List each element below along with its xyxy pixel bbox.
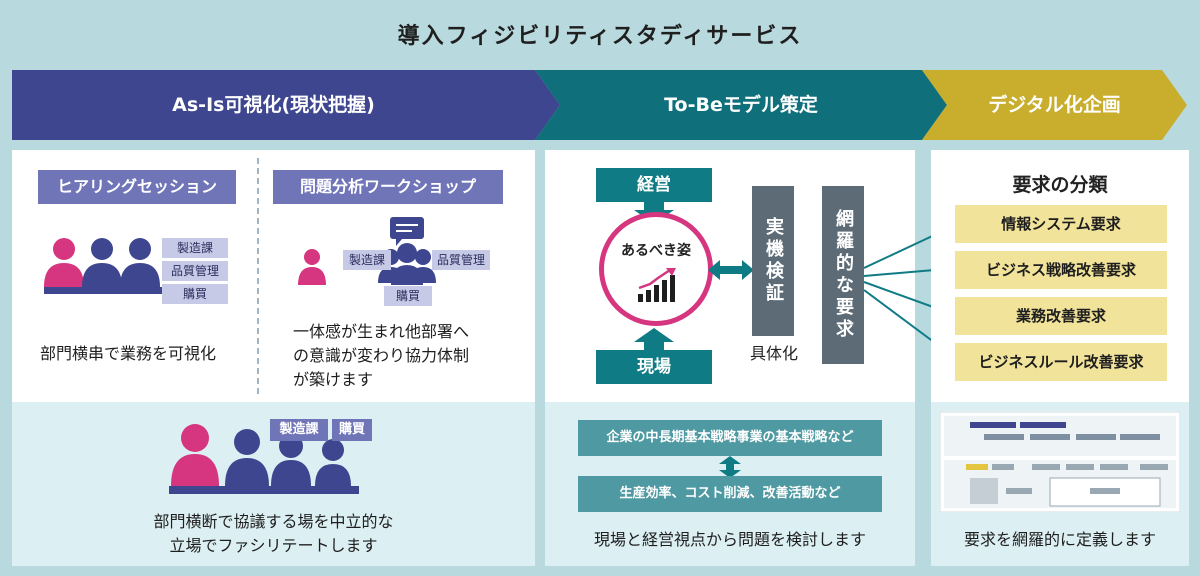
management-label: 経営 [637,175,671,195]
workshop-group-icon [298,217,436,285]
workshop-dept-3: 購買 [384,286,432,306]
hearing-text: 部門横串で業務を可視化 [40,344,217,363]
asis-divider [257,158,259,394]
hearing-session-tag: ヒアリングセッション [38,170,236,204]
phase-header [12,70,1187,140]
workshop-tag: 問題分析ワークショップ [273,170,503,204]
hearing-dept-1: 製造課 [162,238,228,258]
requirements-bar: 網羅的な要求 [822,186,864,364]
verification-bar: 実機検証 [752,186,794,336]
asis-bottom-text: 部門横断で協議する場を中立的な 立場でファシリテートします [153,512,394,555]
strategy-box: 企業の中長期基本戦略事業の基本戦略など [578,420,882,456]
phase-label-asis: As-Is可視化(現状把握) [172,94,375,116]
double-arrow-icon [708,260,754,280]
phase-arrow-digital [922,70,1187,140]
requirement-item-2: ビジネス戦略改善要求 [955,251,1167,289]
page-title: 導入フィジビリティスタディサービス [397,24,803,49]
classification-title: 要求の分類 [1012,174,1108,196]
phase-label-tobe: To-Beモデル策定 [664,94,818,116]
vertical-double-arrow-icon [719,456,741,478]
tobe-bottom-text: 現場と経営視点から問題を検討します [593,530,866,549]
improvement-box: 生産効率、コスト削減、改善活動など [578,476,882,512]
workshop-dept-1: 製造課 [343,250,391,270]
requirement-item-1: 情報システム要求 [955,205,1167,243]
meeting-people-icon [169,424,359,494]
phase-label-digital: デジタル化企画 [988,94,1121,116]
phase-arrow-tobe [535,70,947,140]
hearing-dept-3: 購買 [162,284,228,304]
digital-bottom-text: 要求を網羅的に定義します [963,530,1156,549]
requirement-item-3: 業務改善要求 [955,297,1167,335]
concretize-label: 具体化 [749,344,798,363]
requirement-item-4: ビジネスルール改善要求 [955,343,1167,381]
requirements-document-thumbnail [940,412,1180,512]
workshop-dept-2: 品質管理 [432,250,490,270]
meeting-dept-1: 製造課 [270,419,328,441]
field-arrow-box [596,328,712,384]
workshop-text: 一体感が生まれ他部署へ の意識が変わり協力体制 が築けます [293,322,470,389]
field-label: 現場 [637,357,671,377]
ideal-label: あるべき姿 [621,243,691,259]
growth-chart-icon [638,268,676,302]
hearing-people-icon [44,238,166,294]
ideal-circle [599,212,713,326]
hearing-dept-2: 品質管理 [162,261,228,281]
management-arrow-box [596,168,712,224]
meeting-dept-2: 購買 [332,419,372,441]
phase-arrow-asis [12,70,560,140]
